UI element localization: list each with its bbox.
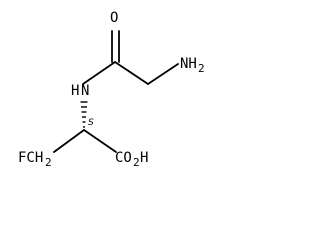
fluoromethyl-subscript-label: 2 xyxy=(45,156,52,169)
chemical-structure-diagram: O H N NH 2 S FCH 2 CO 2 H xyxy=(18,10,205,169)
amine-subscript-label: 2 xyxy=(198,62,205,75)
chiral-to-fluoromethyl-bond xyxy=(53,129,85,153)
carbonyl-to-methylene-bond xyxy=(114,61,149,85)
methylene-to-amine-bond xyxy=(147,63,179,85)
stereo-descriptor-label: S xyxy=(88,118,94,128)
amide-hydrogen-label: H xyxy=(71,83,79,99)
amine-nh-label: NH xyxy=(180,56,197,72)
hashed-wedge-bond xyxy=(80,101,88,128)
carbonyl-oxygen-label: O xyxy=(110,10,118,26)
amide-nitrogen-label: N xyxy=(81,83,89,99)
carbonyl-to-amide-n-bond xyxy=(82,61,116,85)
bond-lines xyxy=(53,30,179,153)
chiral-to-carboxyl-bond xyxy=(83,129,117,153)
carboxyl-co-label: CO xyxy=(115,150,132,166)
carboxyl-subscript-label: 2 xyxy=(133,156,140,169)
fluoromethyl-label: FCH xyxy=(18,150,43,166)
carboxyl-hydrogen-label: H xyxy=(140,150,148,166)
